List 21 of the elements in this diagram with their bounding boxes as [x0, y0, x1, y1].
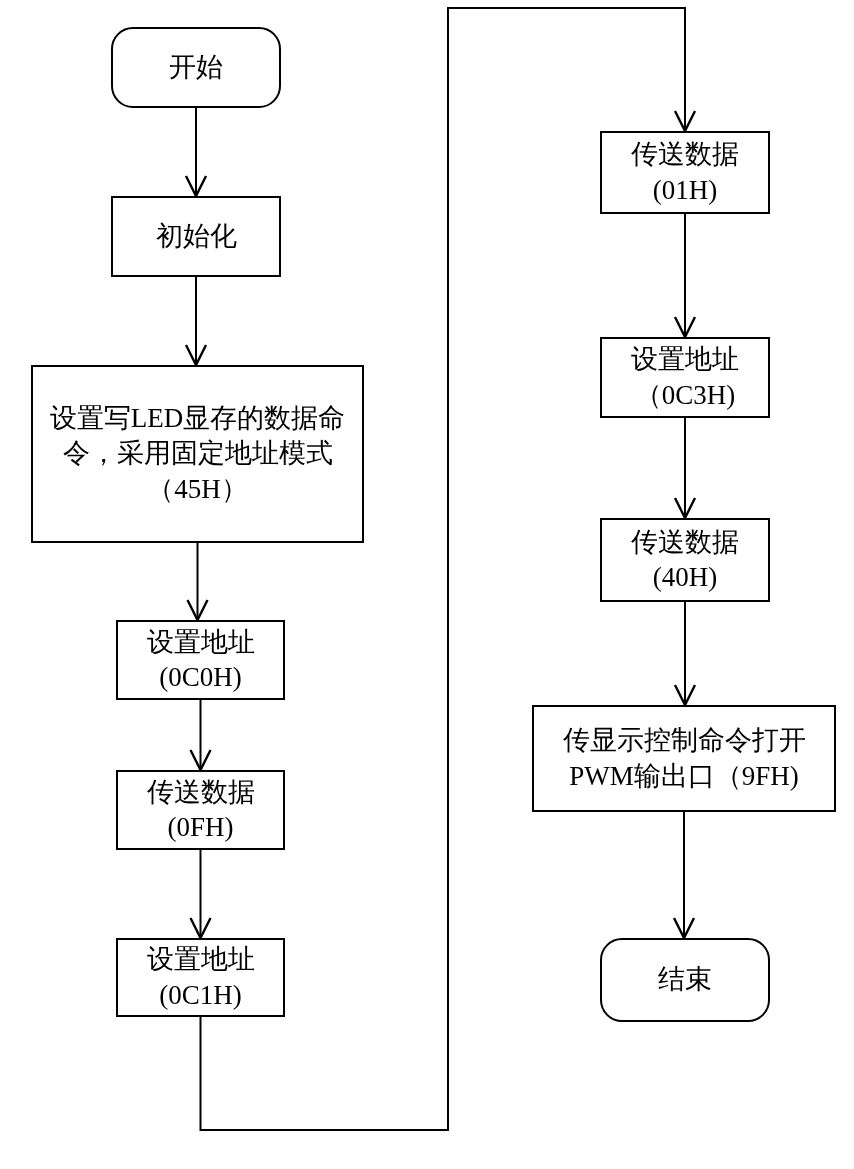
- arrow: [189, 699, 212, 772]
- arrow: [184, 107, 208, 198]
- arrow: [673, 601, 697, 707]
- process-box: 传送数据 (0FH): [116, 770, 285, 850]
- process-box: 设置地址 (0C0H): [116, 620, 285, 700]
- process-box: 传送数据 (01H): [600, 131, 770, 214]
- arrow: [184, 276, 208, 367]
- arrow: [672, 811, 696, 940]
- process-box: 设置地址 (0C1H): [116, 938, 285, 1017]
- process-box: 设置写LED显存的数据命令，采用固定地址模式（45H）: [31, 365, 364, 543]
- process-box: 初始化: [111, 196, 281, 277]
- terminal-box: 开始: [111, 27, 281, 108]
- arrow: [673, 213, 697, 339]
- process-box: 设置地址（0C3H): [600, 337, 770, 418]
- arrow: [186, 542, 209, 622]
- process-box: 传送数据 (40H): [600, 518, 770, 602]
- arrow: [189, 849, 212, 940]
- arrow: [673, 417, 697, 520]
- terminal-box: 结束: [600, 938, 770, 1022]
- process-box: 传显示控制命令打开PWM输出口（9FH): [532, 705, 836, 812]
- arrow: [199, 7, 697, 1131]
